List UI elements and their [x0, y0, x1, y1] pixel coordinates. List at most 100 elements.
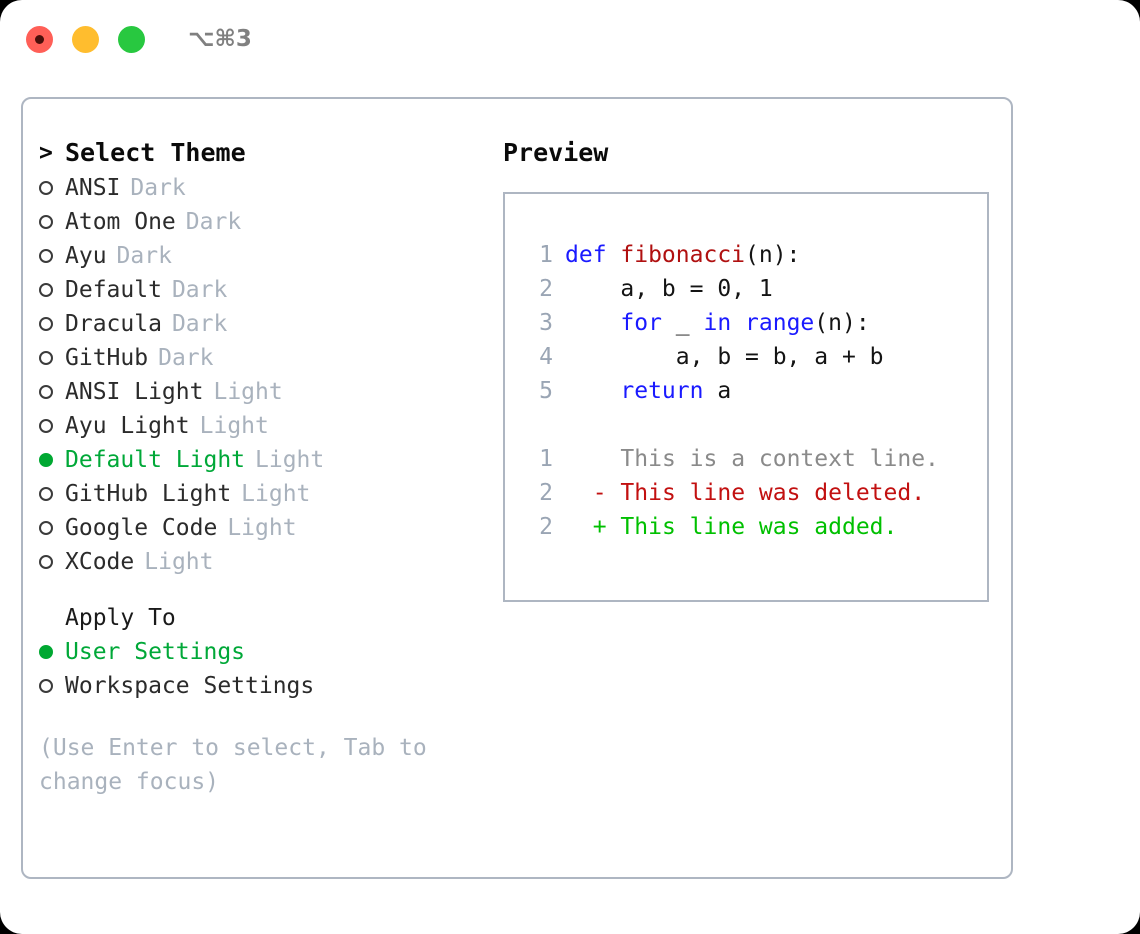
theme-list-heading: > Select Theme — [39, 135, 479, 171]
radio-unselected-icon — [39, 545, 65, 579]
bullet-glyph — [39, 520, 53, 535]
bullet-glyph — [39, 316, 53, 331]
radio-unselected-icon — [39, 409, 65, 443]
theme-option-variant-tag: Dark — [171, 277, 228, 303]
theme-option-xcode[interactable]: XCode Light — [39, 545, 479, 579]
theme-option-variant-tag: Light — [144, 549, 214, 575]
diff-line: 2 + This line was added. — [519, 510, 987, 544]
theme-option-variant-tag: Dark — [171, 311, 228, 337]
diff-line-text: + This line was added. — [565, 510, 898, 544]
radio-unselected-icon — [39, 273, 65, 307]
theme-option-ayu-light[interactable]: Ayu Light Light — [39, 409, 479, 443]
bullet-glyph — [39, 486, 53, 501]
theme-list-heading-label: Select Theme — [65, 138, 246, 167]
theme-option-label: Ayu Light — [65, 413, 190, 439]
code-token: _ — [661, 310, 704, 336]
title-bar: ⌥⌘3 — [0, 0, 1140, 78]
theme-option-github-light[interactable]: GitHub Light Light — [39, 477, 479, 511]
apply-to-option-workspace-settings[interactable]: Workspace Settings — [39, 669, 479, 703]
preview-column: Preview 1 def fibonacci(n):2 a, b = 0, 1 3… — [503, 135, 1003, 602]
code-token: for — [620, 310, 662, 336]
radio-unselected-icon — [39, 477, 65, 511]
diff-text: This is a context line. — [620, 446, 939, 472]
code-line: 2 a, b = 0, 1 — [519, 272, 987, 306]
keyboard-hint-line-2: change focus) — [39, 769, 220, 795]
radio-selected-icon — [39, 635, 65, 669]
code-line-number: 1 — [539, 242, 553, 268]
diff-text: This line was deleted. — [620, 480, 926, 506]
preview-box: 1 def fibonacci(n):2 a, b = 0, 1 3 for _ i… — [503, 192, 989, 602]
theme-option-variant-tag: Light — [227, 515, 297, 541]
code-line-text: for _ in range(n): — [565, 306, 869, 340]
theme-option-google-code[interactable]: Google Code Light — [39, 511, 479, 545]
code-token: (n): — [745, 242, 801, 268]
diff-sign: - — [592, 480, 607, 506]
code-token: a, b = b, a + b — [565, 344, 884, 370]
bullet-glyph — [39, 214, 53, 229]
theme-option-label: GitHub Light — [65, 481, 232, 507]
theme-option-label: Default — [65, 277, 162, 303]
code-token — [565, 310, 620, 336]
apply-to-option-label: User Settings — [65, 639, 246, 665]
theme-option-label: Dracula — [65, 311, 162, 337]
keyboard-hint: (Use Enter to select, Tab to change focu… — [39, 731, 459, 799]
theme-option-label: XCode — [65, 549, 135, 575]
diff-text: This line was added. — [620, 514, 898, 540]
theme-option-github[interactable]: GitHub Dark — [39, 341, 479, 375]
theme-option-dracula[interactable]: Dracula Dark — [39, 307, 479, 341]
radio-unselected-icon — [39, 205, 65, 239]
code-line-number: 4 — [539, 344, 553, 370]
zoom-button[interactable] — [118, 25, 145, 53]
bullet-glyph — [39, 678, 53, 693]
theme-option-atom-one[interactable]: Atom One Dark — [39, 205, 479, 239]
code-sample: 1 def fibonacci(n):2 a, b = 0, 1 3 for _ i… — [519, 238, 987, 408]
bullet-glyph — [39, 384, 53, 399]
code-token: range — [745, 310, 815, 336]
window-controls — [26, 25, 145, 53]
theme-option-label: Atom One — [65, 209, 176, 235]
theme-option-label: Ayu — [65, 243, 107, 269]
theme-option-label: Google Code — [65, 515, 218, 541]
diff-line: 1 This is a context line. — [519, 442, 987, 476]
preview-title: Preview — [503, 138, 609, 167]
radio-unselected-icon — [39, 341, 65, 375]
code-token — [565, 378, 620, 404]
code-line-number: 3 — [539, 310, 553, 336]
theme-option-default[interactable]: Default Dark — [39, 273, 479, 307]
radio-selected-icon — [39, 443, 65, 477]
code-token: return — [620, 378, 704, 404]
code-line: 4 a, b = b, a + b — [519, 340, 987, 374]
close-button[interactable] — [26, 25, 53, 53]
code-line-text: def fibonacci(n): — [565, 238, 800, 272]
code-line-text: return a — [565, 374, 731, 408]
theme-option-variant-tag: Dark — [185, 209, 242, 235]
apply-to-option-label: Workspace Settings — [65, 673, 315, 699]
radio-unselected-icon — [39, 239, 65, 273]
diff-line-number: 1 — [539, 446, 553, 472]
code-token: a, b = 0, 1 — [565, 276, 773, 302]
keyboard-shortcut-label: ⌥⌘3 — [188, 26, 252, 52]
code-line-text: a, b = b, a + b — [565, 340, 884, 374]
diff-line-text: This is a context line. — [565, 442, 939, 476]
code-token — [731, 310, 745, 336]
theme-option-variant-tag: Light — [213, 379, 283, 405]
bullet-glyph — [39, 350, 53, 365]
theme-option-variant-tag: Light — [241, 481, 311, 507]
radio-unselected-icon — [39, 375, 65, 409]
bullet-glyph — [39, 248, 53, 263]
apply-to-option-user-settings[interactable]: User Settings — [39, 635, 479, 669]
minimize-button[interactable] — [72, 25, 99, 53]
theme-option-variant-tag: Dark — [158, 345, 214, 371]
theme-option-label: GitHub — [65, 345, 149, 371]
diff-sign — [593, 446, 607, 472]
theme-option-variant-tag: Light — [199, 413, 269, 439]
